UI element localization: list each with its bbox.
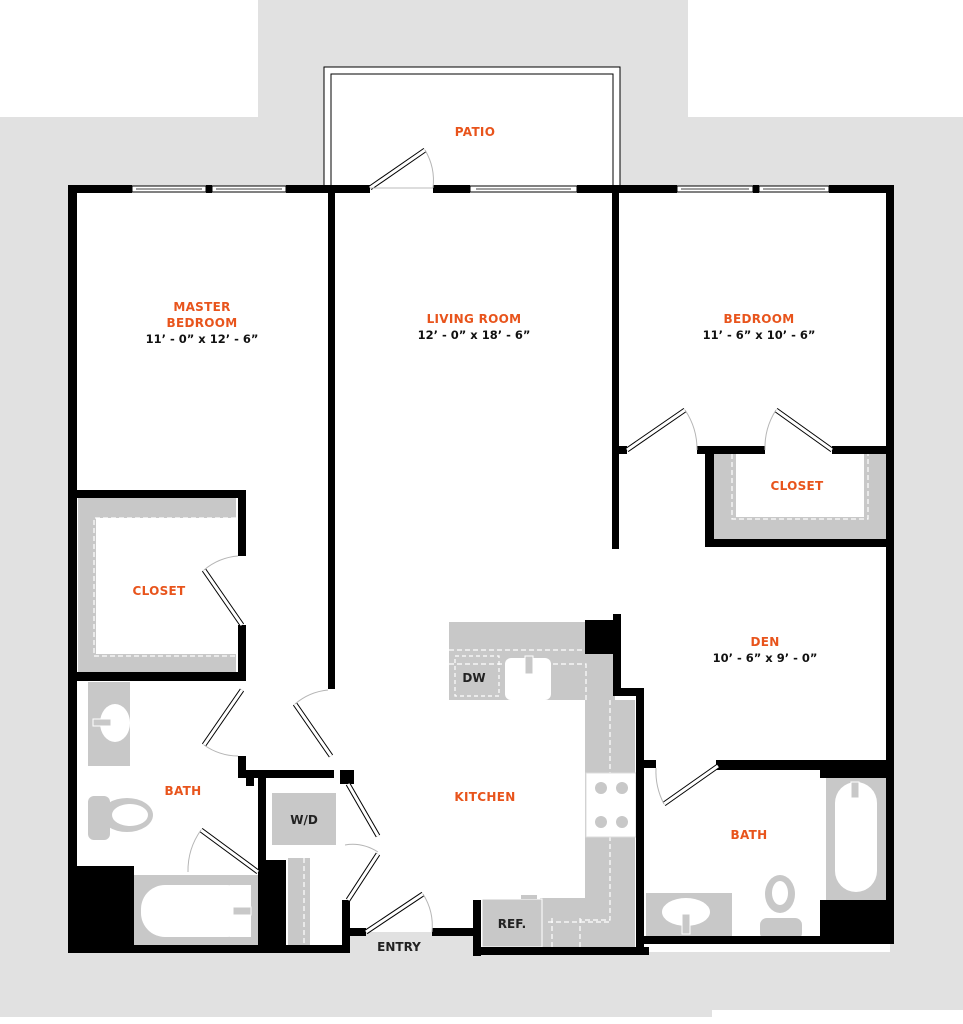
master-closet-shelving <box>78 498 236 672</box>
master-bedroom-label-line2: BEDROOM <box>167 316 238 330</box>
walls <box>68 185 894 956</box>
dishwasher: DW <box>454 655 500 697</box>
patio <box>323 66 621 188</box>
master-bath-fixtures <box>88 682 260 945</box>
master-bath-label: BATH <box>165 784 202 798</box>
bath-fixtures <box>646 775 886 940</box>
bedroom-dimensions: 11’ - 6” x 10’ - 6” <box>703 328 816 342</box>
washer-dryer-label: W/D <box>290 813 318 827</box>
cooktop <box>585 772 637 838</box>
den-dimensions: 10’ - 6” x 9’ - 0” <box>713 651 818 665</box>
bedroom-closet-label: CLOSET <box>770 479 824 493</box>
bath-label: BATH <box>731 828 768 842</box>
patio-label: PATIO <box>455 125 495 139</box>
entry-landing <box>350 932 474 962</box>
doors <box>187 147 834 935</box>
refrigerator-label: REF. <box>498 917 526 931</box>
master-closet-label: CLOSET <box>132 584 186 598</box>
den-label: DEN <box>750 635 779 649</box>
refrigerator: REF. <box>481 895 543 948</box>
kitchen-sink <box>505 655 551 700</box>
entry-label: ENTRY <box>377 940 421 954</box>
dishwasher-label: DW <box>462 671 485 685</box>
living-room-dimensions: 12’ - 0” x 18’ - 6” <box>418 328 531 342</box>
master-bedroom-label-line1: MASTER <box>173 300 230 314</box>
windows <box>131 185 830 193</box>
living-room-label: LIVING ROOM <box>427 312 522 326</box>
bedroom-label: BEDROOM <box>724 312 795 326</box>
kitchen-label: KITCHEN <box>454 790 515 804</box>
washer-dryer: W/D <box>272 793 336 946</box>
room-labels: PATIO MASTER BEDROOM 11’ - 0” x 12’ - 6”… <box>132 125 824 954</box>
master-bedroom-dimensions: 11’ - 0” x 12’ - 6” <box>146 332 259 346</box>
bedroom-closet-shelving <box>714 454 886 539</box>
